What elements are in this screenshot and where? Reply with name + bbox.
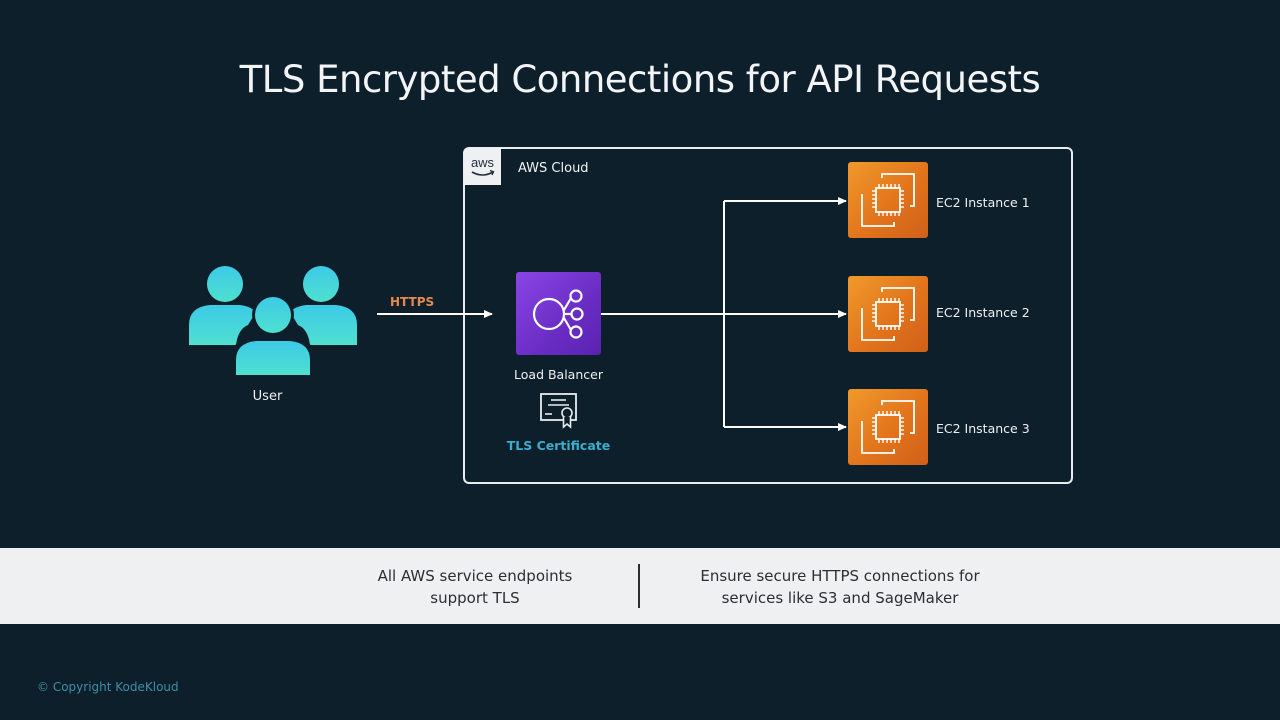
copyright-notice: © Copyright KodeKloud (37, 680, 179, 694)
ec2-instance-3-node (848, 389, 928, 465)
load-balancer-node (516, 272, 601, 355)
ec2-instance-1-node (848, 162, 928, 238)
info-left-text: All AWS service endpoints support TLS (340, 565, 610, 609)
certificate-icon (539, 391, 579, 436)
info-right-line-1: Ensure secure HTTPS connections for (700, 567, 980, 585)
aws-logo-text: aws (471, 155, 495, 170)
aws-logo-icon: aws (464, 148, 501, 185)
ec2-chip-icon (861, 173, 915, 227)
ec2-chip-icon (861, 287, 915, 341)
info-band (0, 548, 1280, 624)
info-right-text: Ensure secure HTTPS connections for serv… (670, 565, 1010, 609)
info-left-line-1: All AWS service endpoints (377, 567, 573, 585)
ec2-chip-icon (861, 400, 915, 454)
aws-cloud-label: AWS Cloud (518, 161, 589, 176)
info-left-line-2: support TLS (430, 589, 520, 607)
https-label: HTTPS (390, 295, 435, 309)
aws-cloud-boundary (463, 147, 1073, 484)
users-group-icon (188, 265, 358, 382)
info-divider (638, 564, 640, 608)
user-label: User (252, 389, 283, 404)
ec2-instance-3-label: EC2 Instance 3 (936, 421, 1030, 436)
info-right-line-2: services like S3 and SageMaker (721, 589, 959, 607)
ec2-instance-1-label: EC2 Instance 1 (936, 195, 1030, 210)
slide-title: TLS Encrypted Connections for API Reques… (239, 58, 1041, 101)
load-balancer-label: Load Balancer (514, 367, 603, 382)
load-balancer-icon (532, 289, 584, 339)
tls-certificate-label: TLS Certificate (506, 438, 611, 453)
ec2-instance-2-label: EC2 Instance 2 (936, 305, 1030, 320)
ec2-instance-2-node (848, 276, 928, 352)
